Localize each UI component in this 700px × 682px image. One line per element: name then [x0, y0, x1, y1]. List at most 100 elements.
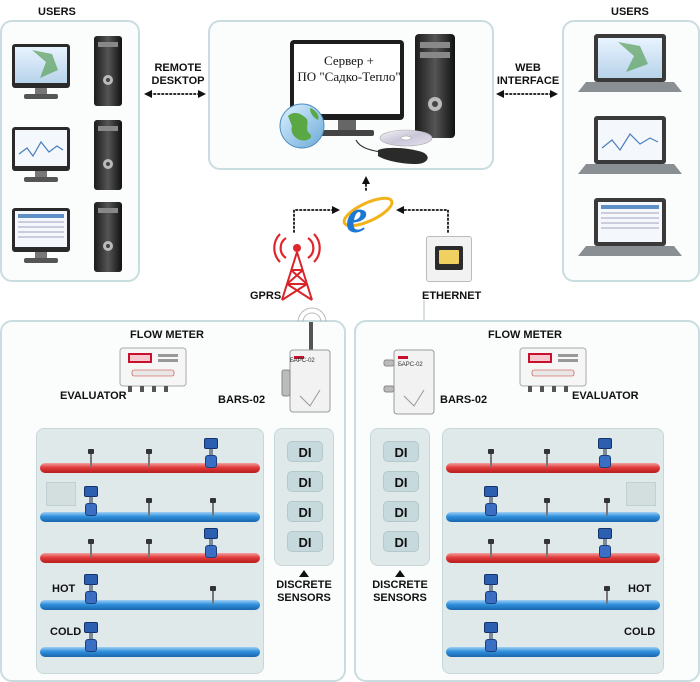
temperature-sensor-icon	[544, 449, 550, 467]
flow-meter-icon	[484, 622, 498, 652]
right-sensors-line1: DISCRETE	[372, 579, 428, 591]
temperature-sensor-icon	[488, 539, 494, 557]
left-sensors-line1: DISCRETE	[276, 579, 332, 591]
web-interface-line1: WEB	[515, 62, 541, 74]
flow-meter-icon	[484, 574, 498, 604]
left-bars-device-text: БАРС-02	[290, 358, 315, 364]
right-evaluator-label: EVALUATOR	[572, 390, 639, 402]
ethernet-port-icon	[426, 236, 472, 282]
right-bars-device-text: БАРС-02	[398, 362, 423, 368]
left-di-4: DI	[287, 531, 323, 552]
right-bars-label: BARS-02	[440, 394, 488, 406]
pc-monitor-icon	[12, 208, 70, 263]
evaluator-icon	[119, 347, 187, 392]
temperature-sensor-icon	[146, 449, 152, 467]
mouse-icon	[355, 139, 428, 164]
right-flow-meter-title: FLOW METER	[488, 329, 562, 341]
arrow-left	[496, 90, 504, 98]
web-interface-label: WEB INTERFACE	[494, 62, 562, 88]
remote-desktop-line1: REMOTE	[154, 62, 202, 74]
temperature-sensor-icon	[88, 539, 94, 557]
left-cold-pipe-3	[40, 647, 260, 657]
arrow-left	[144, 90, 152, 98]
right-hot-pipe-2	[446, 553, 660, 563]
left-di-3: DI	[287, 501, 323, 522]
bars-02-device-icon	[383, 349, 435, 415]
users-left-computers	[12, 36, 122, 272]
temperature-sensor-icon	[604, 586, 610, 604]
right-bypass-marker	[626, 482, 656, 506]
flow-meter-icon	[204, 438, 218, 468]
users-right-panel	[562, 20, 700, 282]
pc-tower-icon	[415, 34, 455, 138]
right-cold-pipe-1	[446, 512, 660, 522]
users-right-laptops	[578, 34, 682, 256]
flow-meter-icon	[598, 528, 612, 558]
laptop-icon	[578, 116, 682, 174]
left-cold-pipe-1	[40, 512, 260, 522]
left-flow-meter-title: FLOW METER	[130, 329, 204, 341]
left-di-2: DI	[287, 471, 323, 492]
left-hot-pipe-2	[40, 553, 260, 563]
flow-meter-icon	[84, 574, 98, 604]
pc-monitor-icon	[12, 44, 70, 99]
temperature-sensor-icon	[210, 498, 216, 516]
right-di-4: DI	[383, 531, 419, 552]
server-panel: Сервер + ПО "Садко-Тепло"	[208, 20, 494, 170]
left-cold-label: COLD	[50, 626, 82, 638]
laptop-icon	[578, 198, 682, 256]
left-sensors-line2: SENSORS	[277, 592, 331, 604]
cd-icon	[379, 129, 433, 147]
left-bars-label: BARS-02	[218, 394, 266, 406]
arrow-left	[396, 206, 404, 214]
users-left-panel	[0, 20, 140, 282]
left-sensors-arrow	[299, 570, 309, 577]
left-di-1: DI	[287, 441, 323, 462]
left-evaluator-label: EVALUATOR	[60, 390, 127, 402]
arrow-right	[550, 90, 558, 98]
temperature-sensor-icon	[544, 498, 550, 516]
left-cold-pipe-2	[40, 600, 260, 610]
ethernet-label: ETHERNET	[422, 290, 482, 302]
evaluator-icon	[519, 347, 587, 392]
right-sensors-arrow	[395, 570, 405, 577]
left-hot-pipe-1	[40, 463, 260, 473]
right-cold-pipe-3	[446, 647, 660, 657]
bars-02-device-icon	[281, 307, 331, 413]
laptop-icon	[578, 34, 682, 92]
server-caption: Сервер + ПО "Садко-Тепло"	[290, 53, 408, 85]
globe-icon	[279, 103, 325, 149]
internet-explorer-icon: e	[342, 190, 394, 240]
pc-tower-icon	[94, 202, 122, 272]
svg-text:e: e	[346, 190, 367, 240]
flow-meter-icon	[598, 438, 612, 468]
remote-desktop-label: REMOTE DESKTOP	[147, 62, 209, 88]
web-interface-line2: INTERFACE	[496, 75, 560, 87]
arrow-right	[332, 206, 340, 214]
server-graphic	[279, 34, 455, 164]
gprs-antenna-icon	[273, 233, 321, 301]
server-monitor-icon	[290, 40, 404, 136]
right-di-3: DI	[383, 501, 419, 522]
right-di-1: DI	[383, 441, 419, 462]
server-caption-line2: ПО "Садко-Тепло"	[297, 69, 401, 84]
remote-desktop-line2: DESKTOP	[151, 75, 205, 87]
flow-meter-icon	[84, 622, 98, 652]
right-cold-pipe-2	[446, 600, 660, 610]
temperature-sensor-icon	[146, 539, 152, 557]
temperature-sensor-icon	[544, 539, 550, 557]
users-left-label: USERS	[38, 6, 76, 18]
temperature-sensor-icon	[146, 498, 152, 516]
ethernet-link	[399, 209, 449, 233]
flow-meter-icon	[204, 528, 218, 558]
arrow-up	[362, 176, 370, 184]
pc-tower-icon	[94, 120, 122, 190]
temperature-sensor-icon	[488, 449, 494, 467]
flow-meter-icon	[84, 486, 98, 516]
right-cold-label: COLD	[624, 626, 656, 638]
gprs-link	[293, 209, 337, 233]
pc-tower-icon	[94, 36, 122, 106]
right-sensors-label: DISCRETE SENSORS	[364, 579, 436, 605]
right-hot-label: HOT	[628, 583, 652, 595]
left-sensors-label: DISCRETE SENSORS	[268, 579, 340, 605]
